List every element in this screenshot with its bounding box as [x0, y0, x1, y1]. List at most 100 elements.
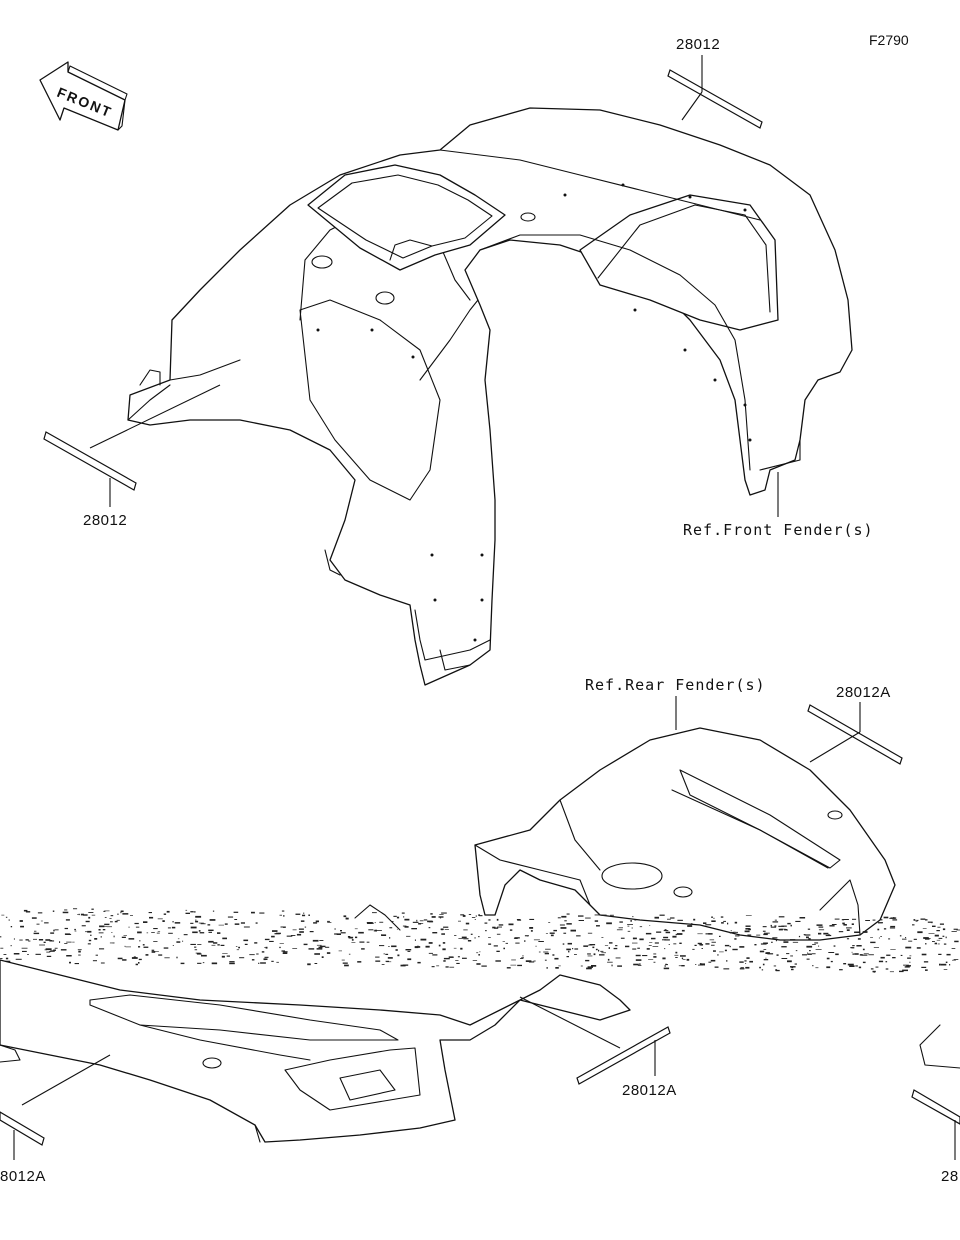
- noise-speck: [740, 967, 744, 968]
- noise-speck: [468, 914, 472, 915]
- noise-speck: [808, 938, 811, 940]
- noise-speck: [904, 966, 910, 968]
- noise-speck: [530, 930, 533, 932]
- noise-speck: [580, 965, 583, 967]
- noise-speck: [890, 949, 896, 950]
- noise-speck: [122, 913, 129, 915]
- noise-speck: [271, 960, 274, 962]
- noise-speck: [389, 927, 393, 929]
- noise-speck: [587, 953, 591, 955]
- noise-speck: [859, 954, 863, 956]
- noise-speck: [744, 930, 750, 933]
- noise-speck: [561, 915, 567, 918]
- noise-speck: [463, 938, 469, 940]
- noise-speck: [951, 931, 957, 932]
- noise-speck: [64, 909, 68, 911]
- noise-speck: [681, 957, 684, 959]
- noise-speck: [690, 923, 693, 925]
- noise-speck: [134, 922, 139, 925]
- noise-speck: [425, 945, 430, 948]
- noise-speck: [885, 968, 889, 970]
- noise-speck: [64, 927, 68, 930]
- noise-speck: [892, 919, 898, 921]
- noise-speck: [157, 918, 163, 920]
- noise-speck: [732, 948, 738, 951]
- noise-speck: [759, 950, 765, 953]
- noise-speck: [902, 969, 908, 972]
- noise-speck: [936, 939, 941, 941]
- noise-speck: [861, 954, 868, 956]
- noise-speck: [153, 928, 158, 930]
- noise-speck: [8, 919, 10, 921]
- noise-speck: [404, 918, 410, 921]
- noise-speck: [708, 933, 713, 935]
- noise-speck: [386, 961, 392, 963]
- noise-speck: [667, 918, 671, 920]
- noise-speck: [872, 919, 876, 921]
- noise-speck: [427, 920, 433, 923]
- part-label-28012A-right: 28012A: [836, 684, 891, 701]
- noise-speck: [54, 929, 59, 931]
- noise-speck: [598, 949, 600, 952]
- noise-speck: [298, 928, 304, 930]
- noise-speck: [798, 935, 801, 938]
- noise-speck: [877, 928, 880, 931]
- noise-speck: [877, 922, 883, 924]
- noise-speck: [889, 917, 895, 919]
- noise-speck: [340, 932, 346, 934]
- noise-speck: [467, 940, 472, 942]
- noise-speck: [283, 915, 285, 917]
- noise-speck: [185, 909, 188, 911]
- noise-speck: [496, 918, 499, 921]
- noise-speck: [256, 953, 259, 955]
- noise-speck: [53, 929, 55, 932]
- noise-speck: [664, 965, 666, 967]
- decal-28012-left: 28012: [43, 384, 221, 529]
- noise-speck: [870, 941, 876, 944]
- noise-speck: [804, 934, 811, 936]
- noise-speck: [0, 958, 3, 959]
- decal-28012A-bottom-right: 28: [911, 1089, 960, 1185]
- noise-speck: [922, 928, 927, 929]
- noise-speck: [484, 922, 488, 924]
- noise-speck: [416, 919, 418, 922]
- noise-speck: [199, 932, 205, 934]
- noise-speck: [438, 944, 441, 947]
- noise-speck: [462, 957, 467, 959]
- noise-speck: [265, 946, 268, 949]
- noise-speck: [823, 932, 829, 935]
- noise-speck: [880, 936, 882, 937]
- noise-speck: [703, 964, 705, 966]
- noise-speck: [39, 944, 45, 946]
- noise-speck: [414, 939, 416, 941]
- noise-speck: [850, 947, 853, 949]
- ref-rear-fender-label: Ref.Rear Fender(s): [585, 676, 766, 694]
- noise-speck: [194, 946, 197, 948]
- noise-speck: [925, 943, 927, 945]
- noise-speck: [767, 953, 774, 955]
- noise-speck: [554, 957, 559, 960]
- noise-speck: [806, 936, 809, 939]
- noise-speck: [583, 945, 589, 947]
- noise-speck: [345, 917, 347, 919]
- noise-speck: [763, 933, 768, 936]
- noise-speck: [255, 922, 258, 924]
- noise-speck: [344, 964, 349, 967]
- noise-speck: [675, 957, 678, 958]
- noise-speck: [110, 921, 113, 923]
- noise-speck: [354, 928, 358, 930]
- noise-speck: [102, 929, 106, 931]
- noise-speck: [567, 942, 572, 945]
- noise-speck: [276, 961, 279, 963]
- noise-speck: [227, 916, 234, 918]
- noise-speck: [146, 932, 149, 934]
- noise-speck: [522, 955, 524, 957]
- noise-speck: [566, 948, 571, 951]
- noise-speck: [236, 949, 240, 951]
- noise-speck: [157, 931, 161, 932]
- noise-speck: [829, 925, 835, 927]
- noise-speck: [903, 964, 909, 966]
- noise-speck: [145, 954, 149, 956]
- noise-speck: [843, 919, 849, 920]
- noise-speck: [902, 938, 907, 940]
